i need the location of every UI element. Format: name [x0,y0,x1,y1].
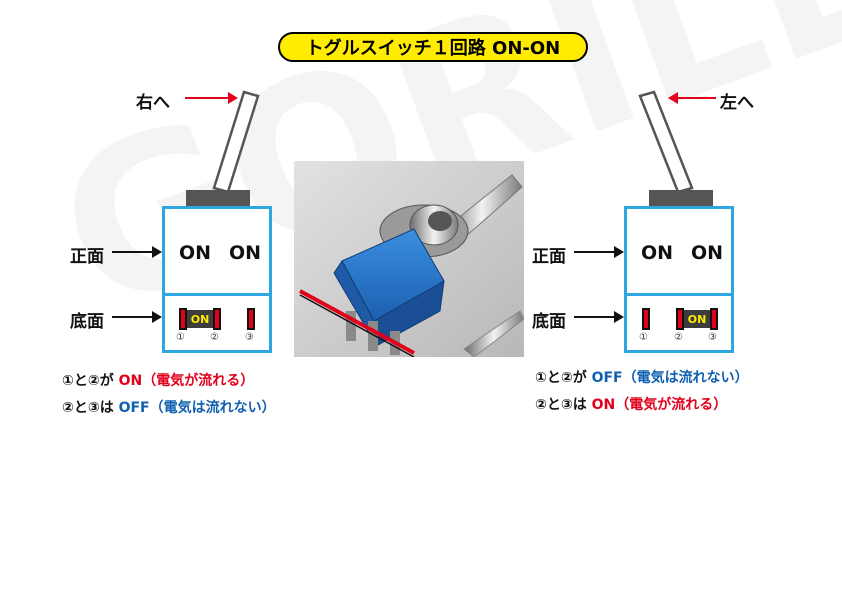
left-explanation-line-2: ②と③は OFF（電気は流れない） [62,400,276,416]
right-bottom-arrow-icon [574,311,624,323]
right-front-arrow-icon [574,246,624,258]
left-front-view [162,206,272,296]
left-toggle-lever-icon [212,90,260,194]
right-toggle-lever-icon [638,90,694,194]
page-title: トグルスイッチ１回路 ON-ON [278,32,588,62]
left-terminal-1 [179,308,187,330]
left-direction-arrow-icon [185,92,238,104]
right-terminal-1 [642,308,650,330]
toggle-switch-photo-icon [294,161,524,357]
right-terminal-num-1: ① [639,332,648,343]
right-bottom-label: 底面 [532,312,566,332]
left-terminal-num-1: ① [176,332,185,343]
right-front-on-1: ON [641,242,674,264]
left-bottom-label: 底面 [70,312,104,332]
right-switch-cap [649,190,713,208]
right-terminal-3 [710,308,718,330]
right-terminal-2 [676,308,684,330]
left-explanation-line-1: ①と②が ON（電気が流れる） [62,373,255,389]
right-direction-arrow-icon [668,92,716,104]
left-terminal-3 [247,308,255,330]
right-terminal-num-3: ③ [708,332,717,343]
right-direction-label: 左へ [720,93,754,113]
left-front-on-2: ON [229,242,262,264]
left-on-badge: ON [187,310,213,328]
left-terminal-num-2: ② [210,332,219,343]
right-front-label: 正面 [532,247,566,267]
left-terminal-num-3: ③ [245,332,254,343]
right-explanation-line-2: ②と③は ON（電気が流れる） [535,397,728,413]
left-front-arrow-icon [112,246,162,258]
left-front-on-1: ON [179,242,212,264]
right-explanation-line-1: ①と②が OFF（電気は流れない） [535,370,749,386]
toggle-switch-photo [294,161,524,357]
right-terminal-num-2: ② [674,332,683,343]
left-front-label: 正面 [70,247,104,267]
right-on-badge: ON [684,310,710,328]
right-front-on-2: ON [691,242,724,264]
left-switch-cap [186,190,250,208]
left-terminal-2 [213,308,221,330]
left-direction-label: 右へ [136,93,170,113]
left-bottom-arrow-icon [112,311,162,323]
